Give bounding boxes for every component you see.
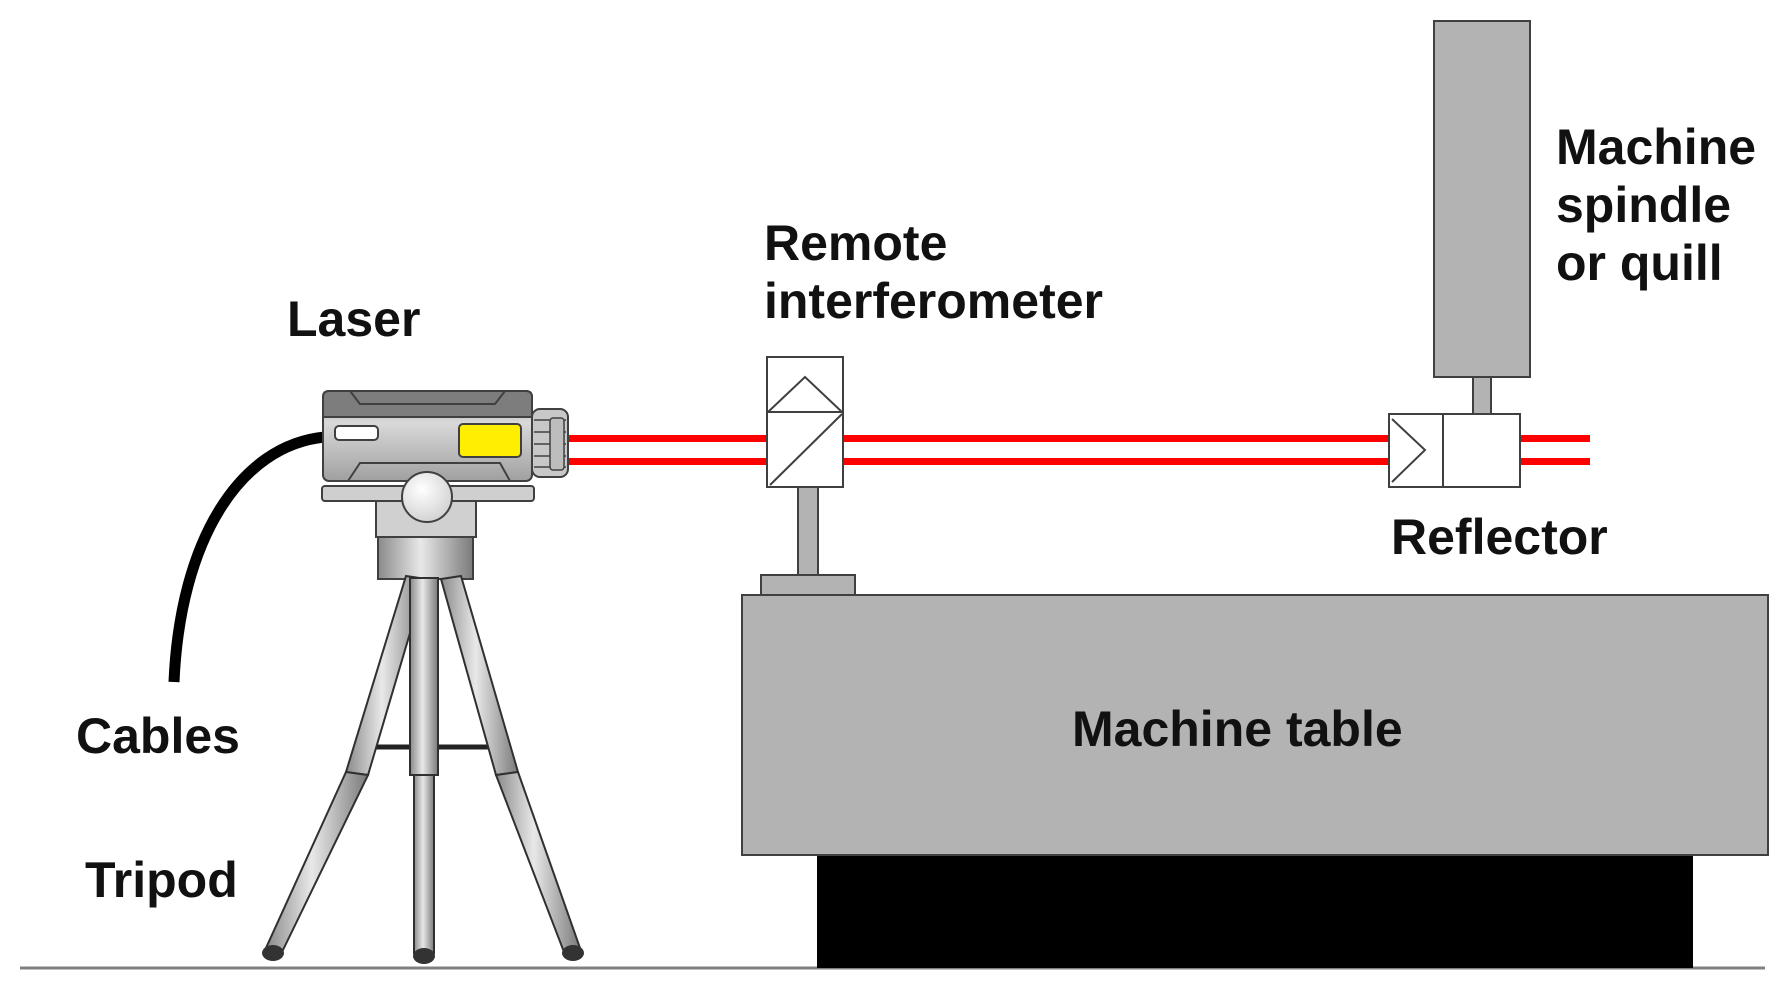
machine-spindle — [1433, 20, 1531, 378]
label-reflector: Reflector — [1391, 508, 1608, 566]
laser-cable — [168, 431, 326, 683]
label-machine-table-text: Machine table — [1072, 701, 1403, 757]
spindle-connector — [1472, 376, 1492, 415]
label-spindle-line1: Machine — [1556, 119, 1757, 175]
laser-head — [321, 390, 569, 538]
label-tripod-text: Tripod — [85, 852, 238, 908]
interferometer-post — [797, 486, 819, 576]
label-laser-text: Laser — [287, 291, 421, 347]
laser-beam-upper — [568, 435, 1590, 442]
label-machine-spindle: Machine spindle or quill — [1556, 118, 1756, 292]
label-spindle-line3: or quill — [1556, 235, 1723, 291]
label-remote-line2: interferometer — [764, 273, 1103, 329]
machine-base — [817, 855, 1693, 968]
remote-interferometer — [766, 356, 844, 488]
tripod — [262, 536, 584, 964]
label-remote-line1: Remote — [764, 215, 948, 271]
label-cables-text: Cables — [76, 708, 240, 764]
label-laser: Laser — [287, 290, 420, 348]
label-tripod: Tripod — [85, 851, 238, 909]
machine-table — [741, 594, 1769, 856]
label-spindle-line2: spindle — [1556, 177, 1732, 233]
laser-beam-lower — [568, 458, 1590, 465]
label-cables: Cables — [76, 707, 240, 765]
label-machine-table: Machine table — [1072, 700, 1403, 758]
reflector — [1388, 413, 1521, 488]
label-remote-interferometer: Remote interferometer — [764, 214, 1103, 330]
interferometer-mount-plate — [760, 574, 856, 596]
label-reflector-text: Reflector — [1391, 509, 1608, 565]
